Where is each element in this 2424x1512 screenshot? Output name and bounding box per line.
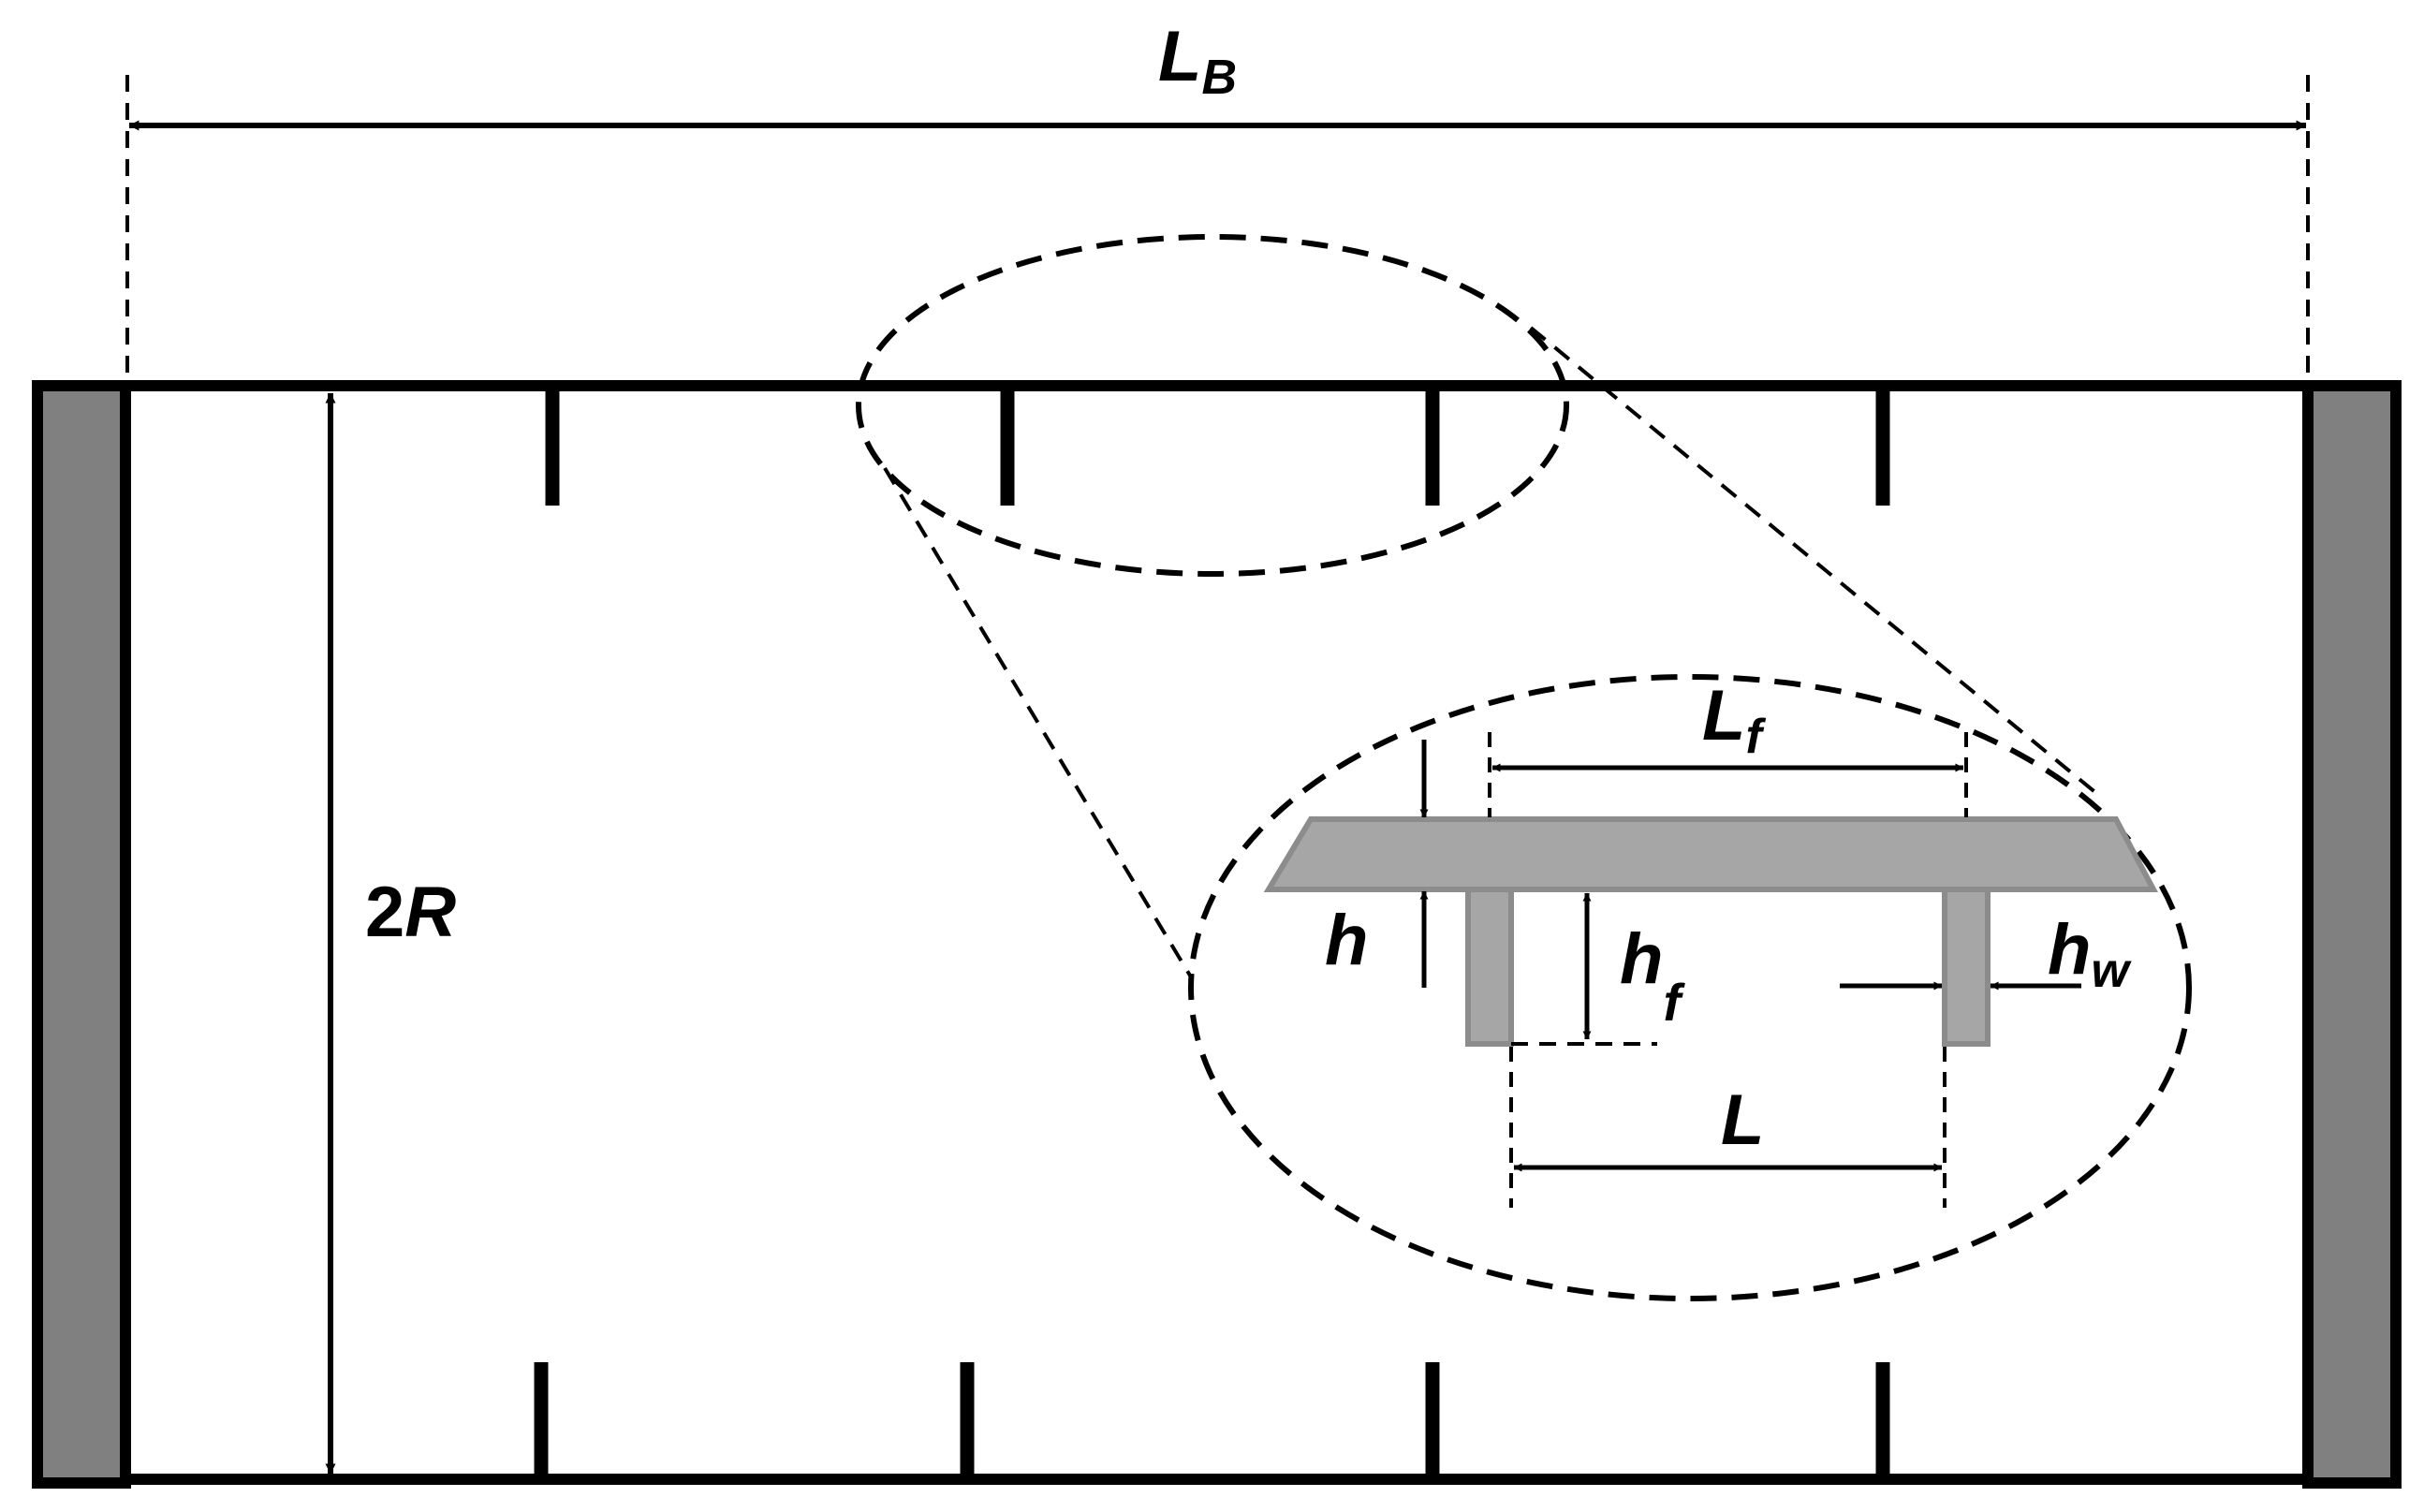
zoom-line-left	[883, 466, 1247, 1069]
l-label: L	[1721, 1080, 1764, 1160]
detail-source-ellipse	[856, 234, 1569, 577]
diameter-label: 2R	[365, 873, 456, 952]
hw-label: hw	[2048, 910, 2132, 998]
shell-plate-section	[1263, 816, 2158, 892]
lf-label: Lf	[1702, 676, 1766, 764]
h-label: h	[1325, 901, 1368, 980]
lb-label: LB	[1158, 17, 1237, 105]
right-end-cap	[2302, 380, 2402, 1489]
frame-web-right	[1942, 887, 1991, 1047]
left-end-cap	[32, 380, 131, 1489]
frame-web-left	[1465, 887, 1514, 1047]
